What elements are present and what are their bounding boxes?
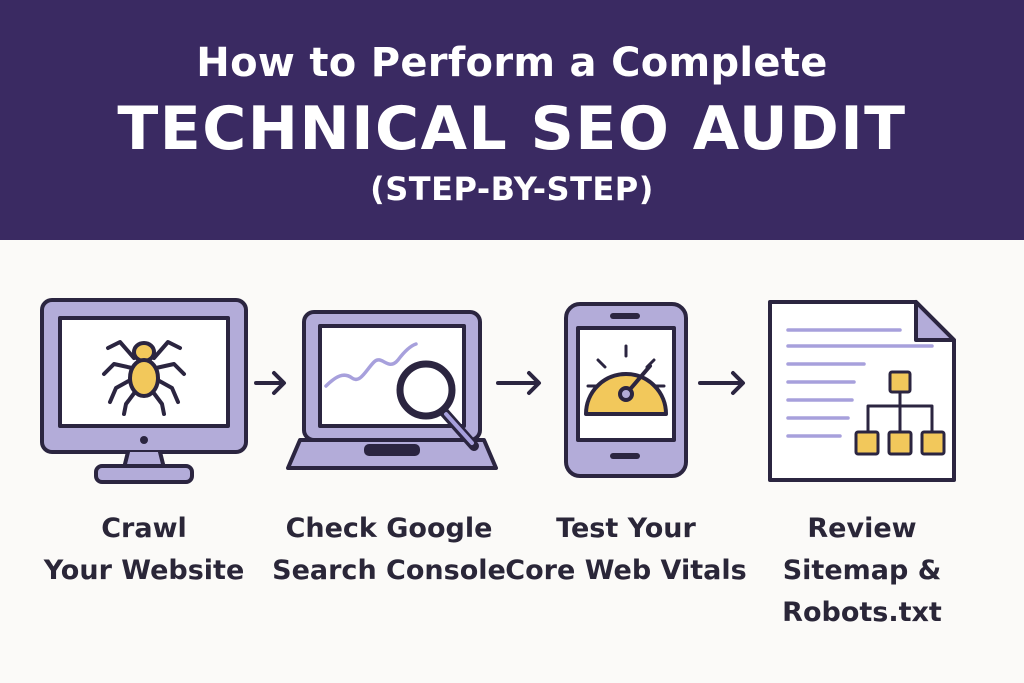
- title-line-2: TECHNICAL SEO AUDIT: [117, 94, 907, 164]
- title-banner: How to Perform a Complete TECHNICAL SEO …: [0, 0, 1024, 240]
- gauge-icon: [584, 344, 668, 416]
- arrow-right-icon: [254, 371, 286, 395]
- spider-icon: [102, 340, 186, 416]
- title-line-3: (STEP-BY-STEP): [370, 170, 654, 208]
- sitemap-tree-icon: [854, 370, 946, 456]
- step-caption-search-console: Check Google Search Console: [264, 508, 514, 592]
- step-caption-sitemap: Review Sitemap & Robots.txt: [737, 508, 987, 634]
- arrow-right-icon: [496, 371, 541, 395]
- spider-monitor-icon: [40, 298, 248, 484]
- step-caption-crawl: Crawl Your Website: [19, 508, 269, 592]
- caption-line: Core Web Vitals: [505, 555, 747, 586]
- caption-line: Search Console: [272, 555, 506, 586]
- caption-line: Your Website: [43, 555, 245, 586]
- caption-line: Check Google: [285, 513, 493, 544]
- caption-line: Test Your: [556, 513, 696, 544]
- magnifier-icon: [396, 360, 479, 451]
- sitemap-document-icon: [768, 300, 956, 482]
- caption-line: Sitemap &: [782, 555, 942, 586]
- caption-line: Robots.txt: [782, 597, 942, 628]
- arrow-right-icon: [698, 371, 745, 395]
- phone-gauge-icon: [564, 302, 688, 478]
- laptop-magnifier-icon: [286, 310, 498, 470]
- caption-line: Review: [807, 513, 917, 544]
- title-line-1: How to Perform a Complete: [196, 40, 828, 86]
- caption-line: Crawl: [101, 513, 187, 544]
- step-caption-web-vitals: Test Your Core Web Vitals: [501, 508, 751, 592]
